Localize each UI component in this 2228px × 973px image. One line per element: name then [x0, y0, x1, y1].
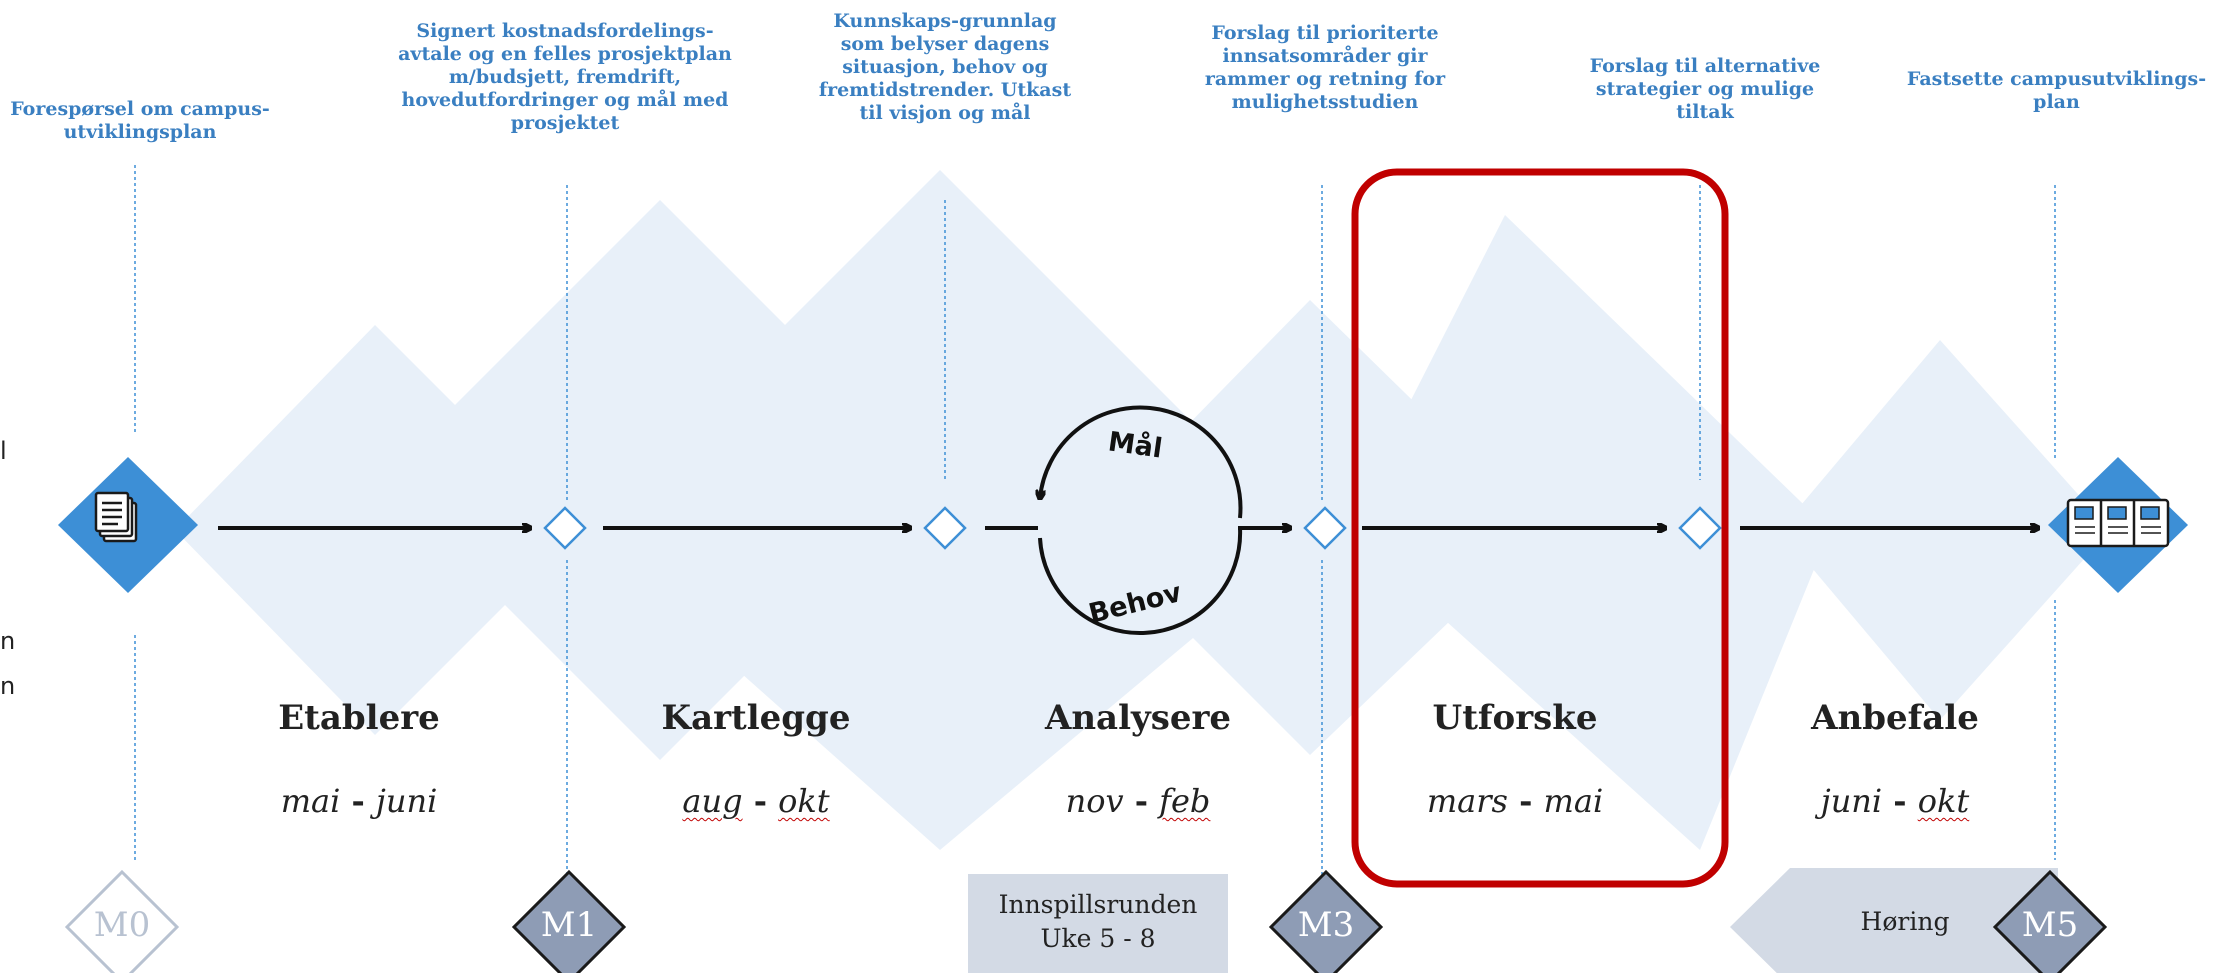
- hearing-box: [1730, 868, 2058, 973]
- phase-name-utforske: Utforske: [1432, 698, 1598, 738]
- milestone-marker-m4: [1678, 506, 1722, 550]
- milestone-text-m3: Forslag til prioriterte innsatsområder g…: [1204, 22, 1446, 113]
- hearing-label: Høring: [1860, 907, 1950, 936]
- phase-name-etablere: Etablere: [278, 698, 440, 738]
- gate-label-m1: M1: [540, 905, 598, 945]
- milestone-marker-m1: [543, 506, 587, 550]
- plan-binder-icon: [2066, 498, 2170, 548]
- phase-diamond-utforske-2: [1345, 215, 1830, 850]
- utforske-highlight-box: [1351, 168, 1729, 888]
- edge-glyph-1: l: [0, 437, 7, 465]
- phase-period-analysere: nov - feb: [1065, 782, 1211, 820]
- phase-period-utforske: mars - mai: [1426, 782, 1604, 820]
- phase-name-kartlegge: Kartlegge: [661, 698, 851, 738]
- input-round-label: Innspillsrunden Uke 5 - 8: [968, 888, 1228, 956]
- milestone-text-m1: Signert kostnadsfordelings- avtale og en…: [398, 20, 732, 134]
- milestone-text-m0: Forespørsel om campus- utviklingsplan: [10, 98, 270, 143]
- document-stack-icon: [94, 491, 138, 543]
- milestone-text-m5: Fastsette campusutviklings- plan: [1906, 68, 2207, 113]
- milestone-marker-m2: [923, 506, 967, 550]
- gate-m1-diamond: [511, 869, 627, 973]
- phase-name-analysere: Analysere: [1044, 698, 1232, 738]
- gate-m0-diamond: [64, 869, 180, 973]
- cycle-arc-top: [1040, 405, 1243, 519]
- phase-name-anbefale: Anbefale: [1811, 698, 1979, 738]
- milestone-marker-m3: [1303, 506, 1347, 550]
- phase-period-kartlegge: aug - okt: [682, 782, 830, 820]
- input-round-weeks: Uke 5 - 8: [1040, 924, 1156, 953]
- milestone-text-m4: Forslag til alternative strategier og mu…: [1589, 55, 1821, 123]
- input-round-title: Innspillsrunden: [998, 890, 1198, 919]
- gate-label-m3: M3: [1297, 905, 1355, 945]
- milestone-text-m2: Kunnskaps-grunnlag som belyser dagens si…: [818, 10, 1072, 124]
- gate-m3-diamond: [1268, 869, 1384, 973]
- gate-label-m0: M0: [93, 905, 151, 945]
- phase-period-etablere: mai - juni: [280, 782, 438, 820]
- cycle-arc-bottom: [1038, 527, 1243, 636]
- gate-m5-diamond: [1992, 869, 2108, 973]
- phase-period-anbefale: juni - okt: [1820, 782, 1970, 820]
- gate-label-m5: M5: [2021, 905, 2079, 945]
- edge-glyph-3: n: [0, 672, 16, 700]
- input-round-box: [968, 874, 1228, 973]
- edge-glyph-2: n: [0, 627, 16, 655]
